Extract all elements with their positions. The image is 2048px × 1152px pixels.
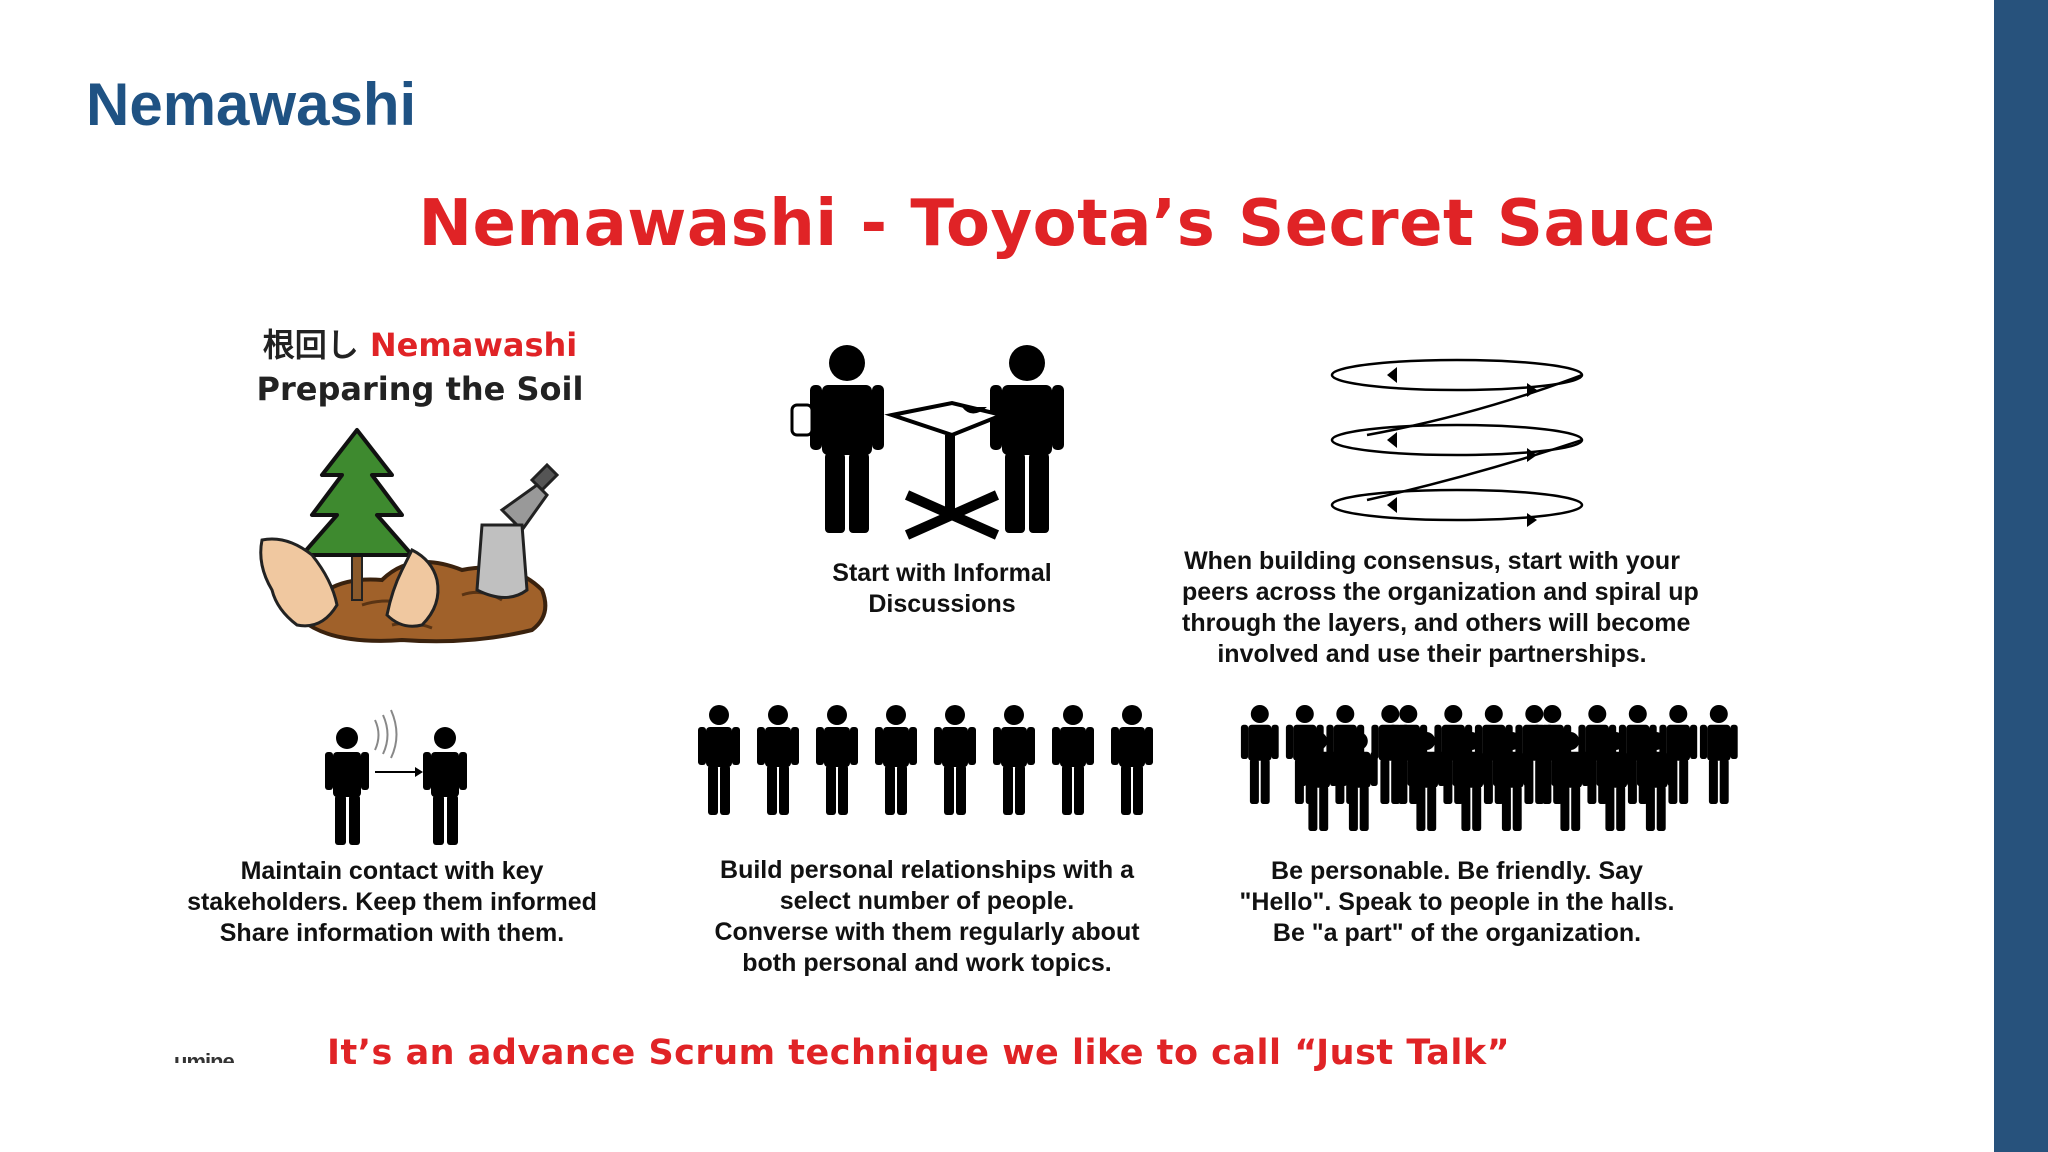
relationships-caption: Build personal relationships with a sele… bbox=[714, 856, 1140, 977]
contact-caption: Maintain contact with key stakeholders. … bbox=[187, 857, 597, 947]
right-accent-bar bbox=[1994, 0, 2048, 1152]
slide-title: Nemawashi bbox=[86, 71, 417, 138]
diagram-main-title: Nemawashi - Toyota’s Secret Sauce bbox=[418, 187, 1716, 261]
people-row-icon bbox=[698, 705, 1153, 815]
nemawashi-label: Nemawashi bbox=[369, 326, 578, 364]
nemawashi-heading: 根回し Nemawashi Preparing the Soil bbox=[234, 323, 606, 411]
footer-logo: umine bbox=[174, 1049, 234, 1063]
tree-planting-icon bbox=[259, 428, 560, 644]
kanji-label: 根回し bbox=[262, 326, 359, 364]
diagram-image: Nemawashi - Toyota’s Secret Sauce 根回し Ne… bbox=[172, 175, 1962, 1152]
spiral-icon bbox=[1330, 358, 1584, 527]
footer-tagline: It’s an advance Scrum technique we like … bbox=[327, 1033, 1511, 1073]
crowd-icon bbox=[1240, 705, 1738, 831]
personable-caption: Be personable. Be friendly. Say "Hello".… bbox=[1239, 857, 1675, 947]
contact-icon bbox=[325, 709, 467, 845]
spiral-caption: When building consensus, start with your… bbox=[1182, 547, 1699, 668]
informal-discussion-caption: Start with Informal Discussions bbox=[832, 559, 1052, 618]
preparing-soil-label: Preparing the Soil bbox=[256, 370, 584, 408]
informal-discussion-icon bbox=[790, 345, 1064, 540]
